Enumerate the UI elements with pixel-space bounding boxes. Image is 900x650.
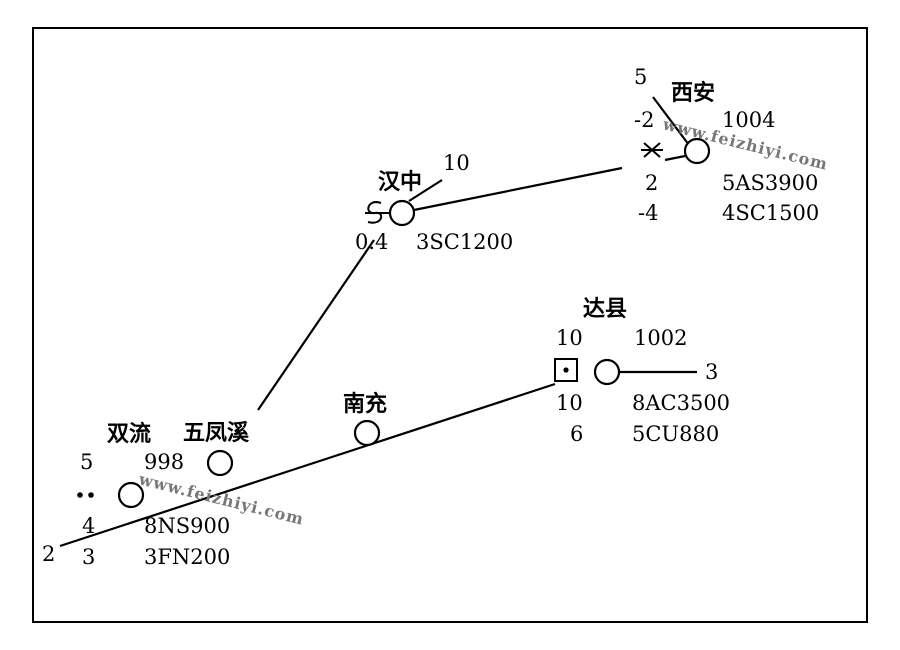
station-shuangliu-marker	[117, 481, 145, 509]
station-daxian-name: 达县	[583, 297, 627, 322]
shuangliu-temp: 5	[80, 450, 93, 474]
daxian-wind-speed: 3	[705, 360, 718, 384]
xian-wind-speed: 5	[634, 65, 647, 89]
xian-pressure-change: -4	[638, 201, 658, 225]
shuangliu-wind-speed: 2	[42, 542, 55, 566]
xian-cloud1: 5AS3900	[722, 171, 818, 195]
hanzhong-visibility: 0.4	[355, 230, 388, 254]
xian-cloud2: 4SC1500	[722, 201, 819, 225]
xian-pressure: 1004	[722, 108, 775, 132]
map-frame	[32, 27, 868, 623]
daxian-dewpoint: 10	[556, 391, 583, 415]
daxian-pressure: 1002	[634, 326, 687, 350]
station-hanzhong-marker	[388, 199, 416, 227]
wind-barb-xian-tail	[664, 154, 686, 162]
xian-dewpoint: 2	[645, 171, 658, 195]
shuangliu-cloud1: 8NS900	[144, 514, 230, 538]
daxian-pressure-change: 6	[570, 422, 583, 446]
hanzhong-wind-speed: 10	[443, 151, 470, 175]
shuangliu-dewpoint: 4	[82, 514, 95, 538]
route-shuangliu-daxian	[59, 382, 556, 548]
daxian-temp: 10	[556, 326, 583, 350]
shuangliu-pressure: 998	[144, 450, 184, 474]
wind-barb-hanzhong	[408, 179, 443, 202]
daxian-cloud2: 5CU880	[632, 422, 719, 446]
station-xian-name: 西安	[671, 80, 715, 106]
dotted-square-icon	[554, 358, 578, 382]
station-xian-marker	[683, 137, 711, 165]
station-wufengxi-name: 五凤溪	[183, 421, 250, 446]
daxian-cloud1: 8AC3500	[632, 391, 730, 415]
hanzhong-cloud1: 3SC1200	[416, 230, 513, 254]
xian-temp: -2	[634, 108, 654, 132]
wind-barb-xian	[652, 96, 690, 146]
station-daxian-marker	[593, 358, 621, 386]
station-nanchong-name: 南充	[343, 391, 387, 417]
shuangliu-cloud2: 3FN200	[144, 545, 230, 569]
route-hanzhong-xian	[413, 166, 623, 212]
shuangliu-pressure-change: 3	[82, 545, 95, 569]
smoke-haze-icon	[365, 201, 389, 224]
route-wufengxi-hanzhong	[257, 239, 375, 411]
station-nanchong-marker	[353, 419, 381, 447]
double-dot-icon	[77, 492, 94, 498]
asterisk-icon	[641, 142, 663, 158]
station-shuangliu-name: 双流	[107, 421, 151, 447]
station-wufengxi-marker	[206, 449, 234, 477]
station-hanzhong-name: 汉中	[378, 170, 422, 195]
